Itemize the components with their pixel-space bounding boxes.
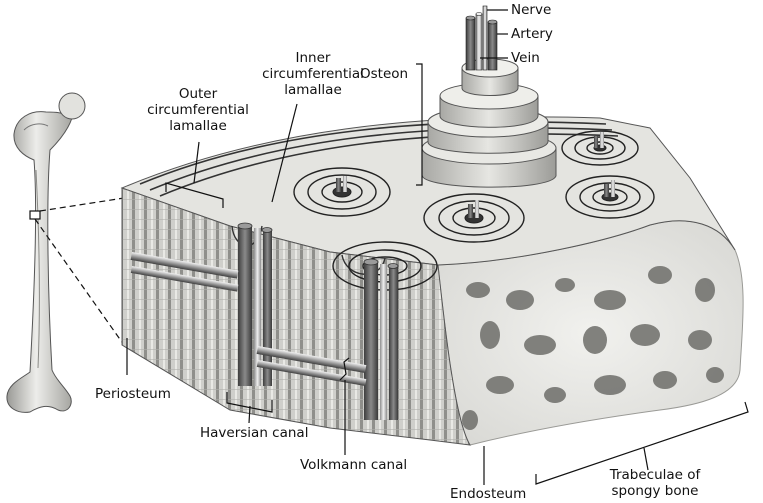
- volkmann-vessels: [130, 252, 367, 386]
- label-nerve: Nerve: [511, 2, 552, 18]
- osteon-ring-2: [423, 193, 525, 243]
- osteon-ring-1: [293, 167, 391, 217]
- trabeculae-bracket: [535, 401, 749, 485]
- femur-section-marker: [29, 210, 41, 220]
- osteon-top-rings: [293, 130, 655, 291]
- top-vessel-stubs: [336, 132, 615, 218]
- bone-block: [120, 5, 744, 446]
- osteon-tiers: [421, 5, 557, 188]
- trabecular-holes: [462, 266, 724, 430]
- label-outer-line-3: lamallae: [169, 118, 227, 134]
- inner-lamellae-leader: [271, 103, 298, 203]
- label-trabeculae-of-spongy-bone: Trabeculae of spongy bone: [600, 467, 710, 499]
- label-inner-line-2: circumferential: [262, 66, 364, 82]
- label-outer-line-1: Outer: [178, 86, 218, 102]
- volkmann-hook: [339, 357, 350, 381]
- osteon-bracket: [416, 63, 423, 186]
- zoom-line-top: [39, 197, 125, 212]
- label-artery: Artery: [511, 26, 553, 42]
- osteon-ring-4: [561, 130, 639, 166]
- label-trabeculae-line-2: spongy bone: [611, 483, 699, 499]
- label-outer-line-2: circumferential: [147, 102, 249, 118]
- label-trabeculae-line-1: Trabeculae of: [609, 467, 701, 483]
- label-osteon: Osteon: [360, 66, 409, 82]
- zoom-line-bottom: [34, 218, 125, 346]
- femur-illustration: [6, 92, 86, 413]
- trabeculae-leader: [643, 447, 649, 471]
- top-surface: [120, 116, 736, 266]
- label-inner-line-3: lamallae: [284, 82, 342, 98]
- haversian-leader: [248, 405, 251, 424]
- label-outer-circumferential-lamallae: Outer circumferential lamallae: [128, 86, 268, 134]
- label-endosteum: Endosteum: [450, 486, 527, 502]
- label-periosteum: Periosteum: [95, 386, 171, 402]
- label-inner-line-1: Inner: [295, 50, 331, 66]
- outer-lamellae-leader: [193, 141, 200, 184]
- outer-lamellae-bracket: [165, 182, 224, 208]
- label-volkmann-canal: Volkmann canal: [300, 457, 408, 473]
- leader-lines: [126, 9, 749, 485]
- label-inner-circumferential-lamallae: Inner circumferential lamallae: [243, 50, 383, 98]
- label-vein: Vein: [511, 50, 540, 66]
- label-haversian-canal: Haversian canal: [200, 425, 309, 441]
- haversian-vessels-front: [237, 222, 399, 420]
